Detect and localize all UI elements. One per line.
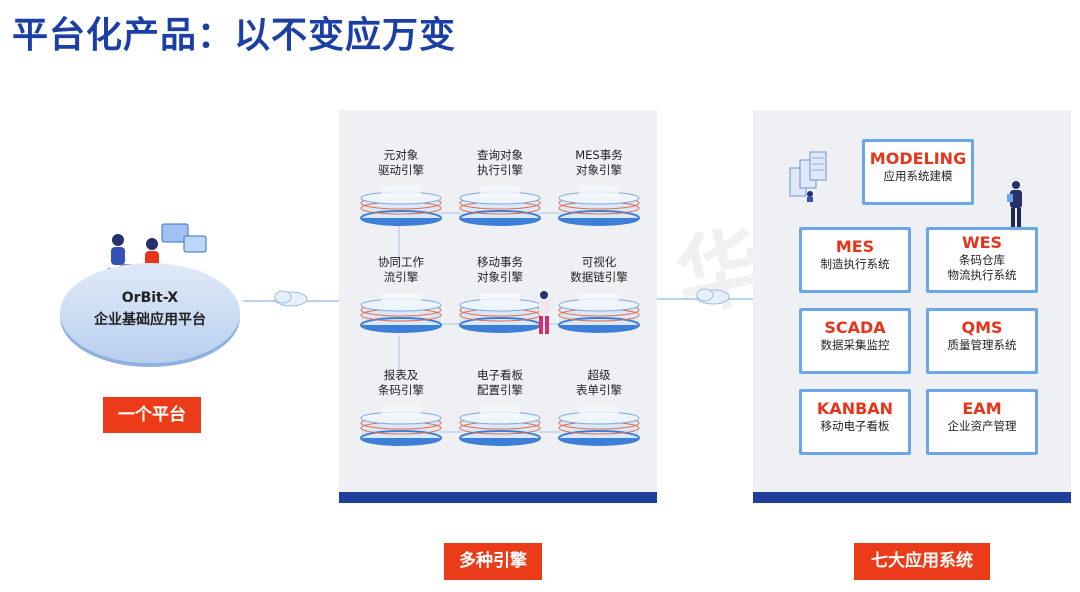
app-desc: 应用系统建模 bbox=[883, 169, 953, 183]
cloud-icon bbox=[243, 290, 339, 307]
engine-item: MES事务对象引擎 bbox=[554, 148, 644, 228]
app-desc: 质量管理系统 bbox=[947, 338, 1017, 352]
engine-label-line1: 电子看板 bbox=[477, 368, 523, 382]
panel-bottom-bar bbox=[753, 492, 1071, 503]
engine-connector bbox=[430, 323, 462, 325]
app-name: SCADA bbox=[824, 318, 886, 337]
engine-label-line2: 对象引擎 bbox=[576, 163, 622, 177]
cloud-icon bbox=[657, 288, 753, 305]
engine-item: 可视化数据链引擎 bbox=[554, 255, 644, 335]
app-name: MES bbox=[835, 237, 875, 256]
engine-item: 超级表单引擎 bbox=[554, 368, 644, 448]
engine-connector bbox=[398, 336, 400, 372]
engine-label-line2: 数据链引擎 bbox=[570, 270, 628, 284]
engine-label-line1: 元对象 bbox=[383, 148, 419, 162]
server-rack-icon bbox=[789, 151, 827, 202]
engine-label-line1: 查询对象 bbox=[477, 148, 523, 162]
platform-desc: 企业基础应用平台 bbox=[94, 312, 206, 328]
engine-item: 电子看板配置引擎 bbox=[455, 368, 545, 448]
engine-connector bbox=[398, 226, 400, 262]
engine-label-line2: 配置引擎 bbox=[477, 383, 523, 397]
engine-cylinder-icon bbox=[558, 406, 640, 446]
engine-item: 查询对象执行引擎 bbox=[455, 148, 545, 228]
person-icon bbox=[539, 291, 549, 334]
engine-connector bbox=[528, 323, 560, 325]
platform-badge: 一个平台 bbox=[103, 397, 201, 433]
app-desc: 企业资产管理 bbox=[947, 419, 1017, 433]
app-name: WES bbox=[961, 233, 1003, 252]
app-desc: 条码仓库 物流执行系统 bbox=[947, 253, 1017, 282]
engine-item: 元对象驱动引擎 bbox=[356, 148, 446, 228]
apps-badge: 七大应用系统 bbox=[854, 543, 990, 580]
engine-label-line1: MES事务 bbox=[575, 148, 623, 162]
app-name: QMS bbox=[961, 318, 1003, 337]
engine-label-line1: 报表及 bbox=[383, 368, 419, 382]
engine-connector bbox=[430, 212, 462, 214]
engine-cylinder-icon bbox=[558, 186, 640, 226]
engine-connector bbox=[528, 431, 560, 433]
engine-label-line1: 可视化 bbox=[581, 255, 617, 269]
panel-bottom-bar bbox=[339, 492, 657, 503]
engine-cylinder-icon bbox=[558, 293, 640, 333]
engines-badge: 多种引擎 bbox=[444, 543, 542, 580]
app-name: KANBAN bbox=[816, 399, 894, 418]
engine-label-line2: 执行引擎 bbox=[477, 163, 523, 177]
engine-label-line2: 驱动引擎 bbox=[378, 163, 424, 177]
engine-cylinder-icon bbox=[360, 406, 442, 446]
engine-label-line1: 移动事务 bbox=[477, 255, 523, 269]
app-box-modeling: MODELING 应用系统建模 bbox=[862, 139, 974, 205]
engine-cylinder-icon bbox=[459, 406, 541, 446]
engine-cylinder-icon bbox=[360, 186, 442, 226]
app-desc: 制造执行系统 bbox=[820, 257, 890, 271]
engine-label-line2: 条码引擎 bbox=[378, 383, 424, 397]
engine-item: 协同工作流引擎 bbox=[356, 255, 446, 335]
engine-item: 报表及条码引擎 bbox=[356, 368, 446, 448]
engine-cylinder-icon bbox=[459, 186, 541, 226]
app-desc: 数据采集监控 bbox=[820, 338, 890, 352]
engine-label-line1: 超级 bbox=[587, 368, 611, 382]
page-title: 平台化产品：以不变应万变 bbox=[12, 15, 457, 56]
engine-cylinder-icon bbox=[459, 293, 541, 333]
platform-disk: OrBit-X 企业基础应用平台 bbox=[60, 255, 240, 367]
app-desc: 移动电子看板 bbox=[820, 419, 890, 433]
engine-connector bbox=[528, 212, 560, 214]
app-name: EAM bbox=[962, 399, 1002, 418]
engine-cylinder-icon bbox=[360, 293, 442, 333]
engine-label-line2: 对象引擎 bbox=[477, 270, 523, 284]
engine-connector bbox=[430, 431, 462, 433]
engine-label-line2: 表单引擎 bbox=[576, 383, 622, 397]
engine-label-line2: 流引擎 bbox=[383, 270, 419, 284]
person-icon bbox=[1007, 181, 1022, 228]
engine-item: 移动事务对象引擎 bbox=[455, 255, 545, 335]
app-name: MODELING bbox=[869, 149, 967, 168]
platform-name: OrBit-X bbox=[121, 290, 179, 306]
engine-label-line1: 协同工作 bbox=[378, 255, 424, 269]
